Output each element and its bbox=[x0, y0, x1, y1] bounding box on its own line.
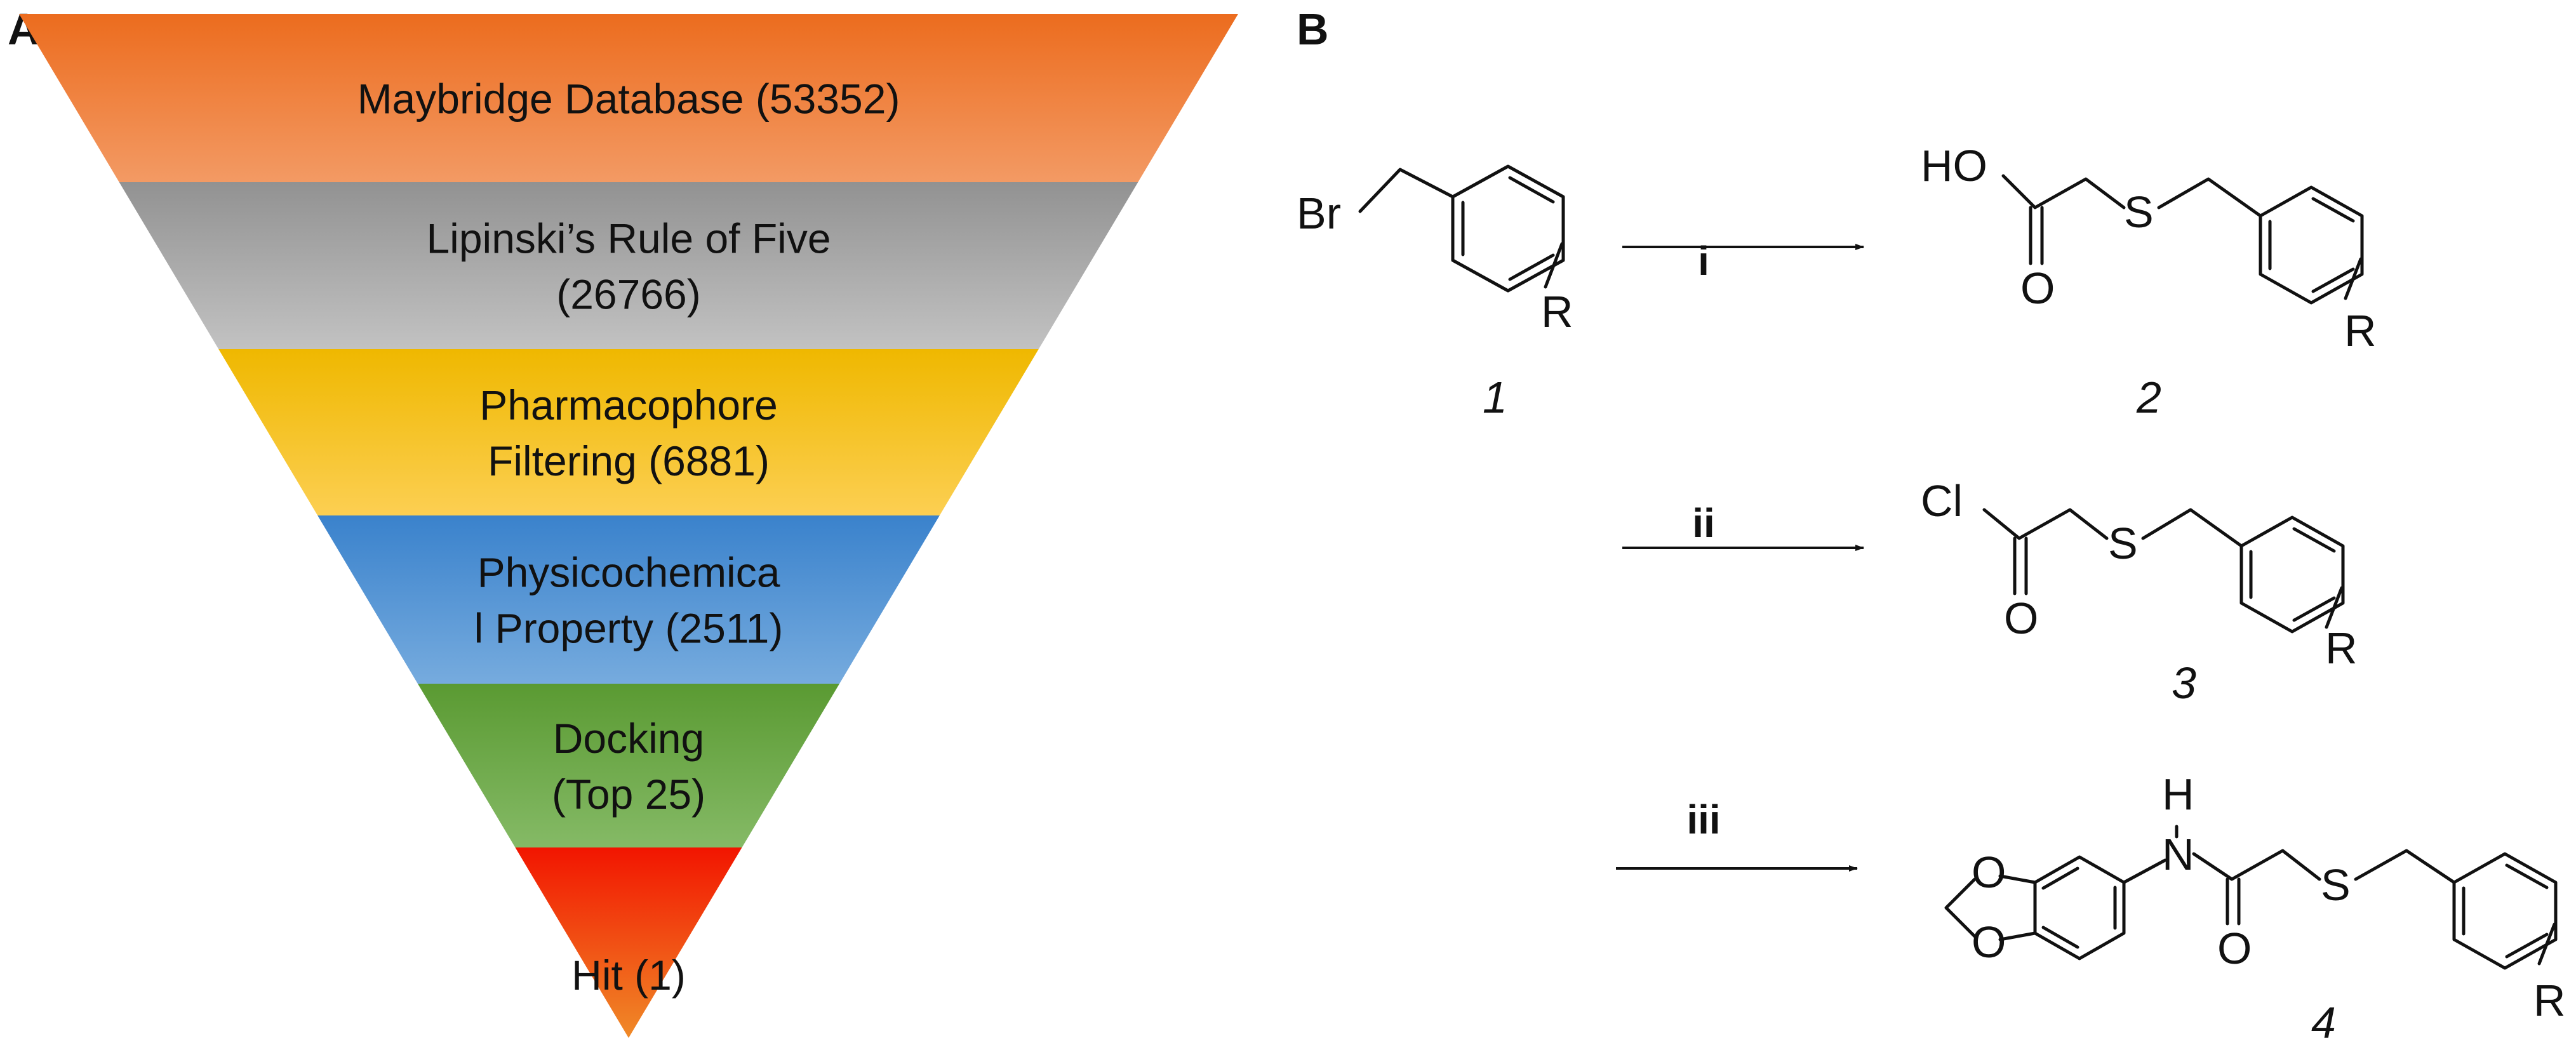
compound-1-number: 1 bbox=[1483, 373, 1507, 422]
step-iii-label: iii bbox=[1686, 797, 1720, 842]
compound-3-number: 3 bbox=[2172, 658, 2196, 708]
dioxole-oxygen-bottom-label: O bbox=[1972, 917, 2006, 967]
funnel-tier-3-label-line-2: Filtering (6881) bbox=[488, 437, 770, 484]
compound-2-benzene-ring bbox=[2259, 185, 2364, 305]
panel-b-letter: B bbox=[1297, 4, 1329, 54]
reaction-step-ii: ii bbox=[1622, 500, 1864, 551]
amide-hydrogen-label: H bbox=[2162, 769, 2194, 819]
compound-4-structure: O O N H O S R 4 bbox=[1944, 769, 2566, 1043]
svg-text:O: O bbox=[2004, 594, 2038, 643]
funnel-tier-4 bbox=[317, 515, 940, 684]
funnel-tier-5-label-line-2: (Top 25) bbox=[552, 771, 705, 818]
reaction-step-iii: iii bbox=[1616, 797, 1858, 872]
funnel-tier-2-label-line-2: (26766) bbox=[556, 271, 701, 318]
funnel-tier-1 bbox=[19, 14, 1238, 182]
funnel-tier-3-label-line-1: Pharmacophore bbox=[479, 382, 778, 428]
step-i-label: i bbox=[1698, 238, 1709, 284]
compound-1-benzene-ring bbox=[1451, 164, 1565, 293]
svg-text:R: R bbox=[2533, 976, 2566, 1025]
svg-text:R: R bbox=[2325, 623, 2358, 673]
compound-1-structure: Br R 1 bbox=[1297, 164, 1573, 422]
dioxole-oxygen-top-label: O bbox=[1972, 847, 2006, 897]
funnel-tier-6 bbox=[515, 847, 742, 1038]
funnel-tier-6-label-line-1: Hit (1) bbox=[571, 952, 686, 999]
compound-2-number: 2 bbox=[2136, 373, 2161, 422]
funnel-tier-2-label-line-1: Lipinski’s Rule of Five bbox=[426, 215, 831, 262]
funnel-tier-5-label-line-1: Docking bbox=[553, 715, 704, 762]
compound-3-benzene-ring bbox=[2239, 515, 2345, 634]
benzodioxole-benzene-ring bbox=[2033, 855, 2126, 960]
svg-text:S: S bbox=[2108, 519, 2138, 568]
funnel-tier-1-label-line-1: Maybridge Database (53352) bbox=[357, 76, 900, 123]
compound-3-structure: Cl O S R 3 bbox=[1921, 476, 2358, 708]
sulfur-atom-label: S bbox=[2124, 187, 2154, 237]
bromine-atom-label: Br bbox=[1297, 189, 1341, 238]
compound-4-number: 4 bbox=[2311, 998, 2336, 1043]
funnel-tier-2 bbox=[119, 182, 1138, 349]
r-group-label: R bbox=[1541, 287, 1573, 336]
compound-1-ch2-bonds bbox=[1358, 168, 1455, 213]
carbonyl-oxygen-label: O bbox=[2020, 263, 2055, 313]
reaction-step-i: i bbox=[1622, 238, 1864, 284]
funnel-tier-3 bbox=[218, 349, 1039, 515]
funnel-tier-4-label-line-1: Physicochemica bbox=[477, 549, 780, 596]
step-ii-label: ii bbox=[1692, 500, 1715, 546]
funnel-tier-4-label-line-2: l Property (2511) bbox=[474, 605, 784, 652]
chlorine-atom-label: Cl bbox=[1921, 476, 1963, 526]
amide-carbonyl-oxygen-label: O bbox=[2217, 924, 2252, 973]
funnel-tier-5 bbox=[417, 684, 840, 847]
compound-2-structure: HO O S R 2 bbox=[1921, 141, 2377, 422]
amide-nitrogen-label: N bbox=[2162, 830, 2194, 879]
dioxole-ch2-bonds bbox=[1944, 877, 1977, 938]
compound-4-benzene-ring bbox=[2452, 852, 2558, 970]
svg-text:S: S bbox=[2321, 860, 2351, 910]
screening-funnel: Maybridge Database (53352) Lipinski’s Rul… bbox=[19, 14, 1238, 1038]
hydroxyl-label: HO bbox=[1921, 141, 1987, 190]
svg-text:R: R bbox=[2344, 306, 2377, 355]
